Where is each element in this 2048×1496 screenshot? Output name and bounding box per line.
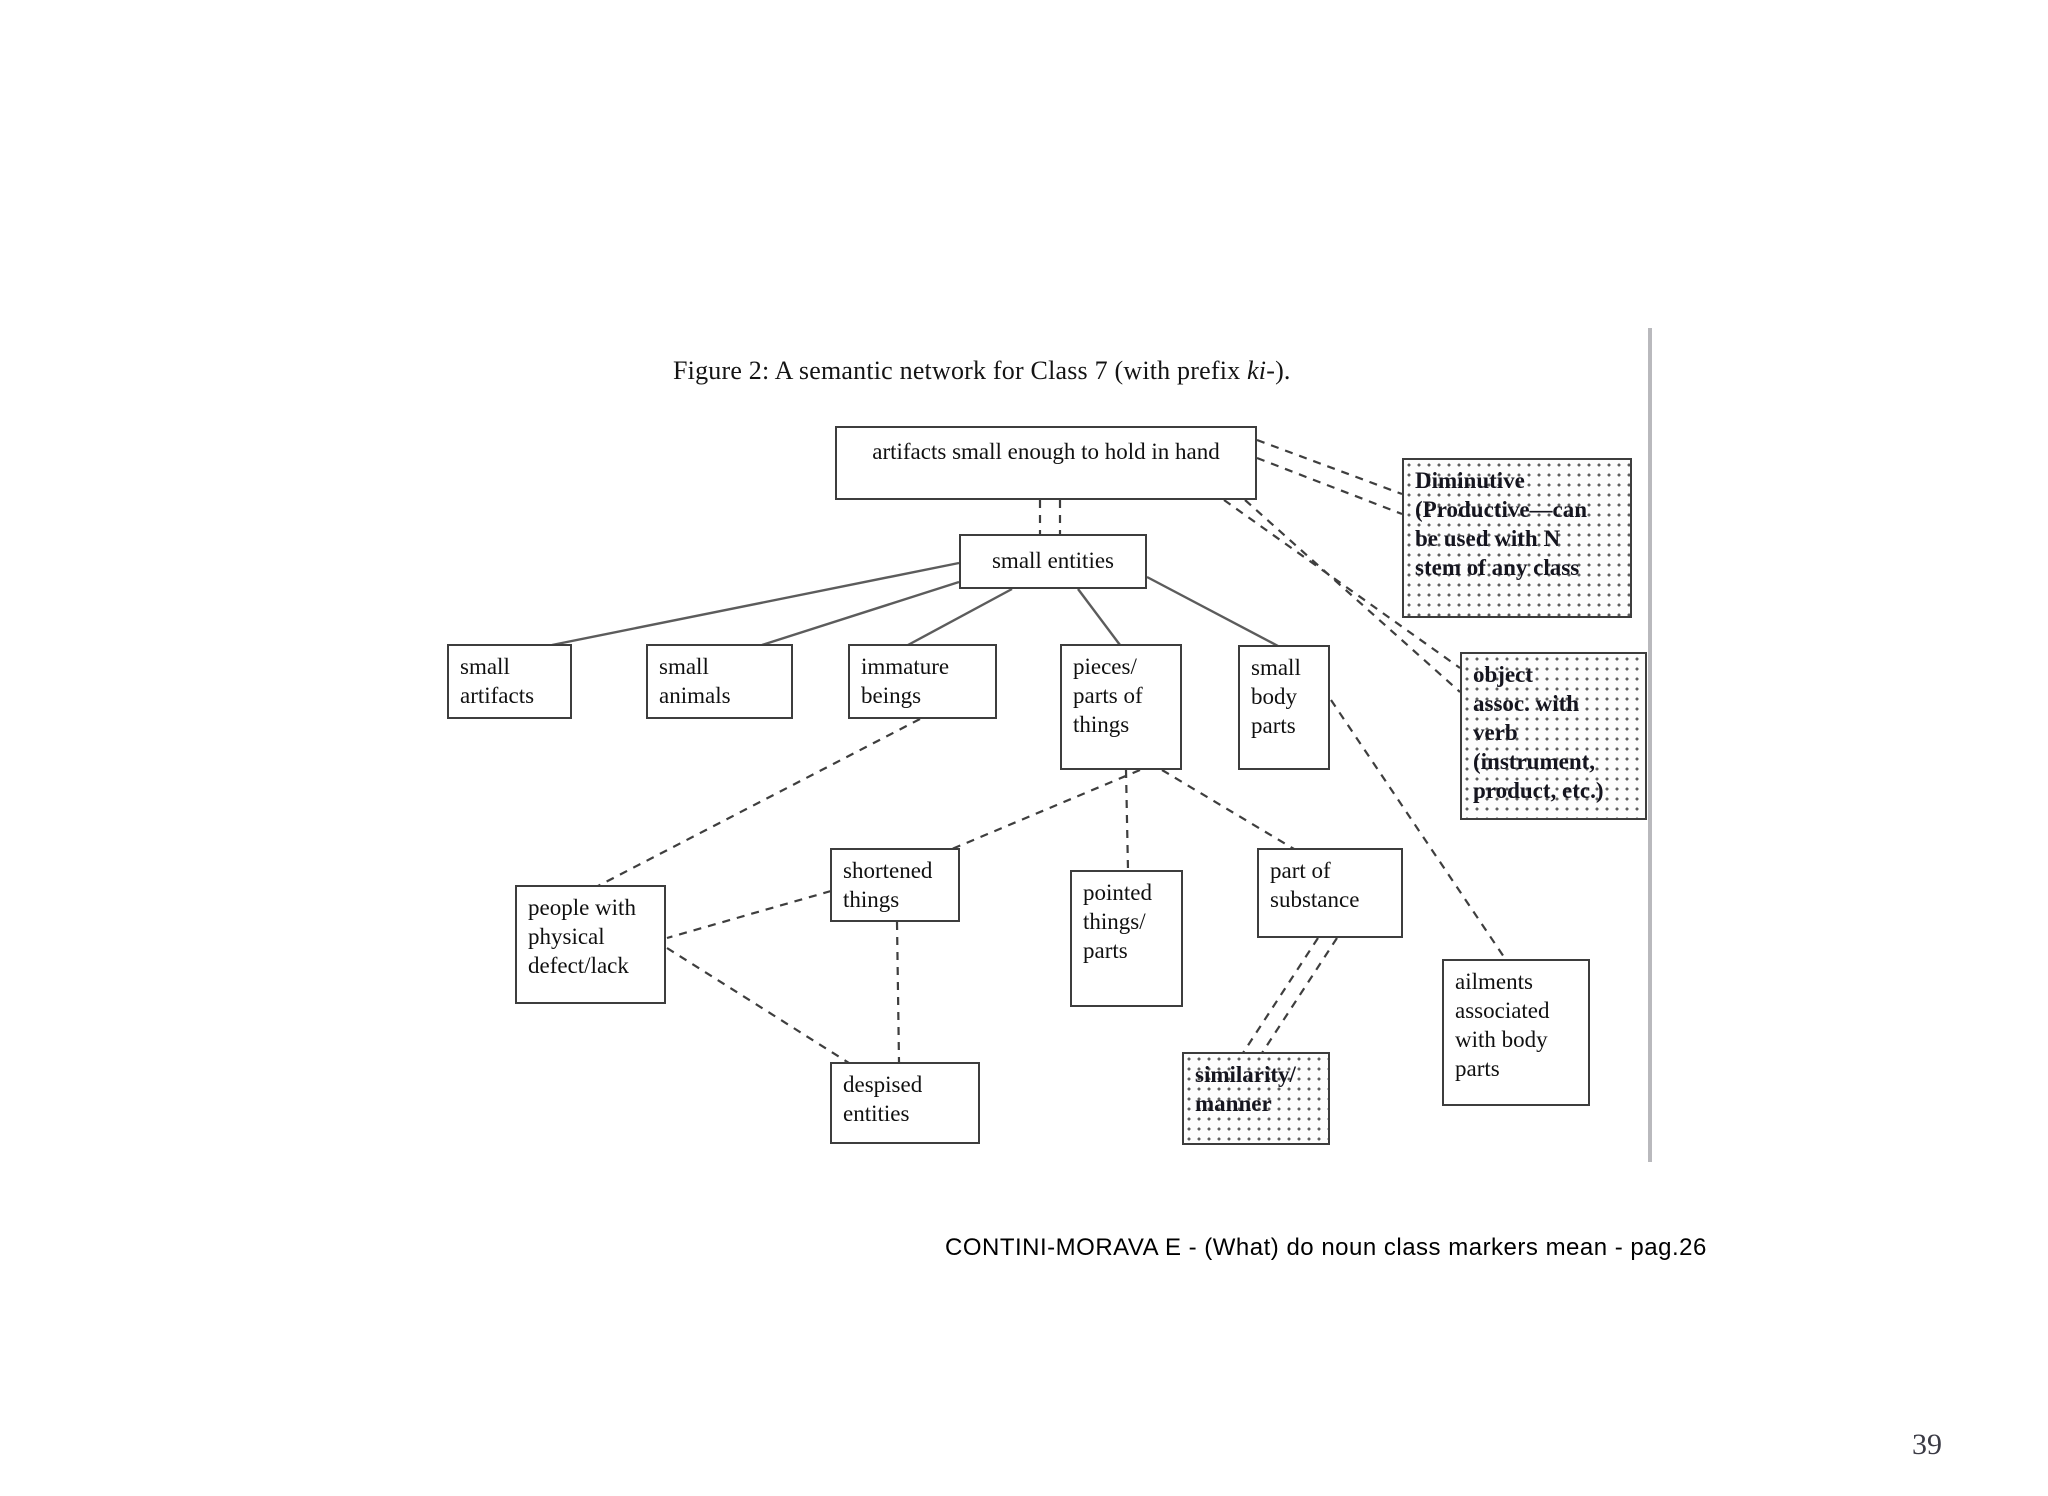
- node-immature-beings: immature beings: [848, 644, 997, 719]
- edge-people-physical-defect--despised-entities: [666, 947, 850, 1064]
- node-small-animals: small animals: [646, 644, 793, 719]
- node-pointed-things-parts: pointed things/ parts: [1070, 870, 1183, 1007]
- figure-title-suffix: ).: [1275, 356, 1291, 385]
- figure-title-prefix-ki: ki-: [1247, 356, 1276, 385]
- node-pieces-parts-things: pieces/ parts of things: [1060, 644, 1182, 770]
- figure-title-text: Figure 2: A semantic network for Class 7…: [673, 356, 1248, 385]
- edge-shortened-things--people-physical-defect: [666, 889, 832, 940]
- edge-pieces-parts-things--pointed-things-parts: [1124, 769, 1130, 871]
- node-similarity-manner: similarity/ manner: [1182, 1052, 1330, 1145]
- page-divider-line: [1648, 328, 1652, 1162]
- edge-small-entities--small-artifacts: [551, 561, 960, 647]
- node-people-physical-defect: people with physical defect/lack: [515, 885, 666, 1004]
- edge-part-of-substance--similarity-manner: [1261, 937, 1338, 1054]
- node-small-body-parts: small body parts: [1238, 645, 1330, 770]
- node-ailments-body-parts: ailments associated with body parts: [1442, 959, 1590, 1106]
- node-despised-entities: despised entities: [830, 1062, 980, 1144]
- node-small-entities: small entities: [959, 534, 1147, 589]
- node-shortened-things: shortened things: [830, 848, 960, 922]
- node-small-artifacts: small artifacts: [447, 644, 572, 719]
- edge-small-entities--small-animals: [761, 580, 960, 647]
- edge-part-of-substance--similarity-manner: [1242, 937, 1319, 1054]
- edge-small-entities--small-body-parts: [1146, 575, 1279, 648]
- edge-small-entities--immature-beings: [907, 587, 1013, 647]
- edge-small-entities--pieces-parts-things: [1077, 588, 1121, 646]
- node-artifacts-small-enough: artifacts small enough to hold in hand: [835, 426, 1257, 500]
- edge-shortened-things--despised-entities: [895, 921, 901, 1063]
- edge-artifacts-small-enough--diminutive: [1256, 438, 1403, 496]
- edge-pieces-parts-things--shortened-things: [951, 768, 1141, 851]
- source-caption: CONTINI-MORAVA E - (What) do noun class …: [945, 1234, 1707, 1261]
- figure-title: Figure 2: A semantic network for Class 7…: [673, 356, 1291, 386]
- node-part-of-substance: part of substance: [1257, 848, 1403, 938]
- edge-pieces-parts-things--part-of-substance: [1161, 769, 1295, 850]
- page-number: 39: [1912, 1428, 1942, 1461]
- edge-artifacts-small-enough--diminutive: [1256, 456, 1403, 516]
- node-diminutive: Diminutive (Productive—can be used with …: [1402, 458, 1632, 618]
- node-object-assoc-verb: object assoc. with verb (instrument, pro…: [1460, 652, 1647, 820]
